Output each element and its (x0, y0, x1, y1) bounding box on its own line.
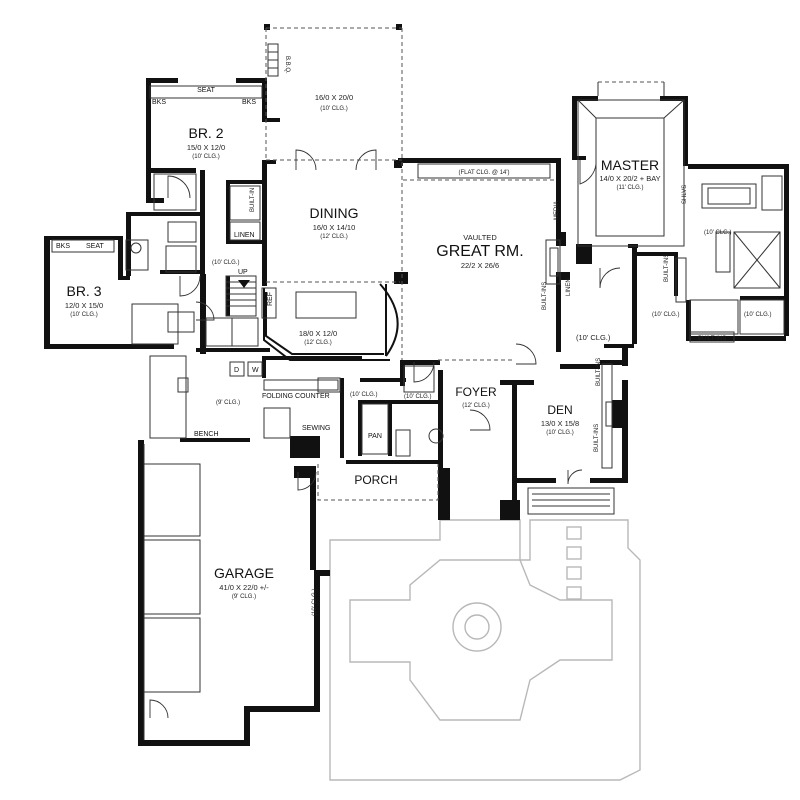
br3-dims: 12/0 X 15/0 (65, 301, 103, 310)
den-builtins-bottom: BUILT-INS (594, 424, 600, 452)
den-dims: 13/0 X 15/8 (541, 419, 579, 428)
br2-clg: (10' CLG.) (192, 154, 220, 160)
outlines (51, 27, 785, 740)
master-closet-clg-b: (10' CLG.) (744, 312, 772, 318)
sewing-clg: (10' CLG.) (350, 392, 378, 398)
br3-name: BR. 3 (66, 283, 101, 299)
dining-dims: 16/0 X 14/10 (313, 223, 356, 232)
bench-label: BENCH (194, 431, 219, 438)
labels: BR. 2 15/0 X 12/0 (10' CLG.) SEAT BKS BK… (56, 56, 772, 616)
patio-dims: 16/0 X 20/0 (315, 93, 353, 102)
folding-counter: FOLDING COUNTER (262, 393, 330, 400)
foyer-clg: (12' CLG.) (462, 403, 490, 409)
br2-bks-left: BKS (152, 99, 166, 106)
garage-name: GARAGE (214, 565, 274, 581)
master-closet-clg-a: (10' CLG.) (652, 312, 680, 318)
den-name: DEN (547, 403, 572, 417)
br2-name: BR. 2 (188, 125, 223, 141)
kitchen-dims: 18/0 X 12/0 (299, 329, 337, 338)
pan-label: PAN (368, 433, 382, 440)
porch-name: PORCH (354, 473, 397, 487)
patio-clg: (10' CLG.) (320, 106, 348, 112)
laundry-d: D (234, 367, 239, 374)
pantry-clg: (10' CLG.) (404, 394, 432, 400)
ref-label: REF (267, 292, 274, 306)
dining-built-in: BUILT-IN (250, 188, 256, 212)
br2-bks-right: BKS (242, 99, 256, 106)
br3-seat: SEAT (86, 243, 104, 250)
dining-name: DINING (310, 205, 359, 221)
br2-seat: SEAT (197, 87, 215, 94)
mudroom-clg: (9' CLG.) (216, 400, 240, 406)
master-shlvs: SHLVS (682, 185, 688, 204)
den-clg: (10' CLG.) (546, 430, 574, 436)
master-builtins-v: BUILT-INS (664, 254, 670, 282)
media-label: MEDIA (554, 201, 560, 220)
den-steps (527, 487, 615, 515)
great-built-ins: BUILT-INS (542, 282, 548, 310)
den-builtins-top: BUILT-INS (596, 358, 602, 386)
linen-label: LINEN (234, 232, 255, 239)
great-dims: 22/2 X 26/6 (461, 261, 499, 270)
terrace (329, 519, 641, 781)
up-label: UP (238, 269, 248, 276)
hall-clg-master: (10' CLG.) (576, 333, 611, 342)
stair-arrow-icon (238, 280, 250, 288)
garage-clg: (9' CLG.) (232, 594, 256, 600)
garage-dims: 41/0 X 22/0 +/- (219, 583, 269, 592)
sewing-label: SEWING (302, 425, 330, 432)
master-bath-clg: (10' CLG.) (704, 230, 732, 236)
doors (149, 149, 621, 719)
kitchen-clg: (12' CLG.) (304, 340, 332, 346)
dining-clg: (12' CLG.) (320, 234, 348, 240)
br3-bks: BKS (56, 243, 70, 250)
master-name: MASTER (601, 157, 659, 173)
garage-side-clg: (10' CLG.) (312, 589, 318, 617)
master-clg: (11' CLG.) (616, 185, 643, 191)
great-note: (FLAT CLG. @ 14') (458, 170, 509, 176)
bbq-label: B.B.Q. (284, 56, 290, 74)
hall-clg: (10' CLG.) (212, 260, 240, 266)
foyer-name: FOYER (455, 385, 497, 399)
great-prefix: VAULTED (463, 233, 497, 242)
master-linen: LINEN (566, 278, 572, 296)
br2-dims: 15/0 X 12/0 (187, 143, 225, 152)
great-name: GREAT RM. (436, 243, 523, 260)
master-dims: 14/0 X 20/2 + BAY (599, 174, 660, 183)
br3-clg: (10' CLG.) (70, 312, 98, 318)
walls (44, 24, 789, 746)
laundry-w: W (252, 367, 259, 374)
master-builtins-h: BUILT-INS (698, 336, 726, 342)
